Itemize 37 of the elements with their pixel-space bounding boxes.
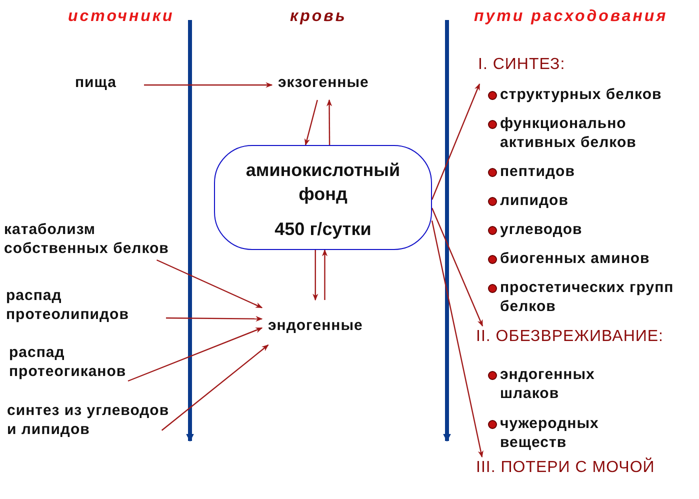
arrow	[326, 99, 332, 145]
node-label: эндогенные	[268, 316, 363, 335]
arrow	[431, 220, 484, 458]
section-heading: I. СИНТЕЗ:	[478, 56, 566, 74]
arrow	[144, 82, 273, 88]
arrow	[128, 327, 263, 382]
arrow	[312, 250, 318, 301]
list-item: простетических групп белков	[500, 278, 675, 316]
section-heading: II. ОБЕЗВРЕЖИВАНИЕ:	[476, 328, 664, 346]
list-item: пептидов	[500, 162, 575, 181]
rounded-box	[214, 145, 432, 250]
list-item: липидов	[500, 191, 568, 210]
node-label: пища	[75, 73, 116, 92]
node-label: экзогенные	[278, 73, 369, 92]
list-item: структурных белков	[500, 85, 662, 104]
arrow	[156, 259, 263, 308]
arrow	[304, 100, 318, 146]
list-item: углеводов	[500, 220, 582, 239]
section-heading: III. ПОТЕРИ С МОЧОЙ	[476, 459, 655, 477]
arrow	[322, 249, 328, 300]
box-value: 450 г/сутки	[274, 218, 372, 241]
list-item: функционально активных белков	[500, 114, 638, 152]
list-item: эндогенных шлаков	[500, 365, 596, 403]
node-label: катаболизм собственных белков	[4, 220, 170, 258]
list-item: чужеродных веществ	[500, 414, 600, 452]
node-label: распад протеогиканов	[9, 343, 128, 381]
node-label: синтез из углеводов и липидов	[7, 401, 170, 439]
arrow	[431, 83, 480, 200]
arrow	[161, 344, 269, 431]
arrow	[431, 208, 484, 327]
arrow	[166, 316, 263, 322]
column-heading: пути расходования	[474, 8, 668, 26]
box-title: аминокислотный фонд	[244, 159, 402, 206]
column-heading: кровь	[290, 8, 347, 26]
column-heading: источники	[68, 8, 174, 26]
node-label: распад протеолипидов	[6, 286, 130, 324]
list-item: биогенных аминов	[500, 249, 650, 268]
